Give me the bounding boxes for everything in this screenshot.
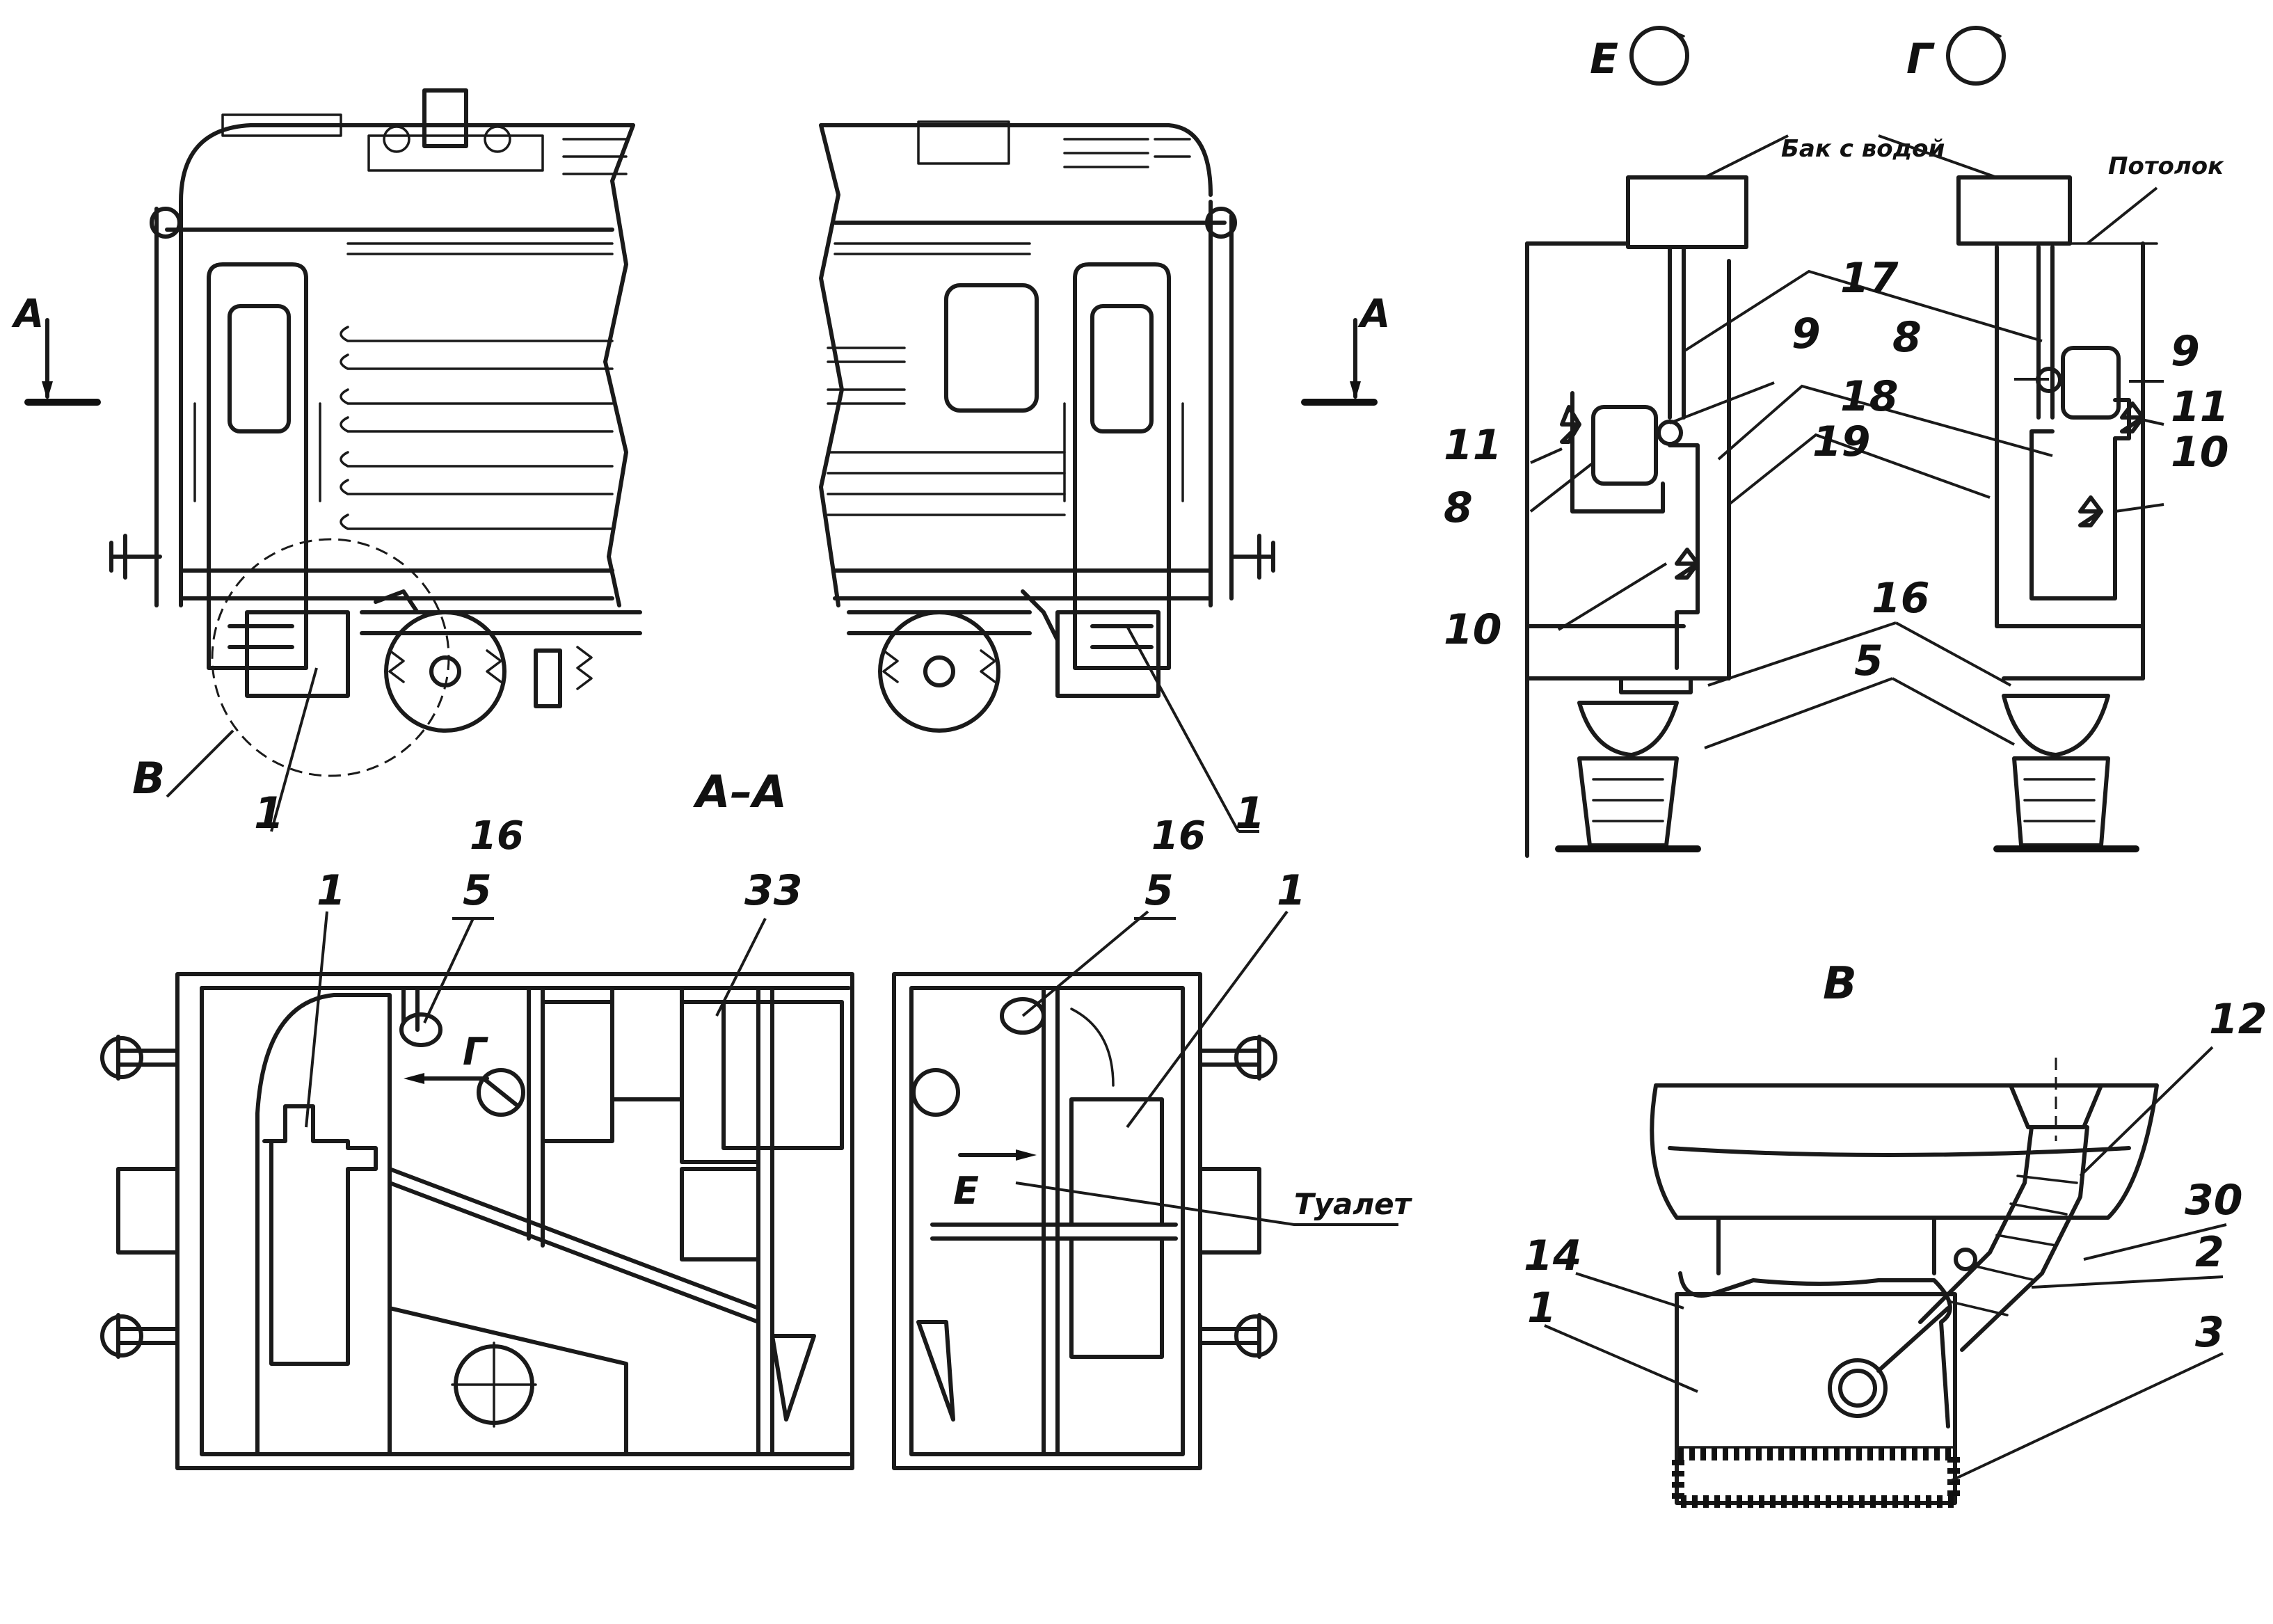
callout-1-upper-left: 1 bbox=[254, 788, 284, 838]
cut-a-left-label: А bbox=[11, 292, 44, 337]
plan-section-left: Г bbox=[100, 972, 854, 1470]
callout-1-plan-right: 1 bbox=[1277, 866, 1306, 915]
callout-5-plan-right: 5 bbox=[1145, 866, 1174, 915]
callout-11-e: 11 bbox=[1444, 421, 1502, 470]
callout-10-e: 10 bbox=[1444, 605, 1502, 654]
cut-mark-a-left: А bbox=[11, 292, 101, 406]
callout-8-e: 8 bbox=[1444, 484, 1473, 532]
water-tank-label: Бак с водой bbox=[1781, 135, 1945, 163]
detail-b-title: В bbox=[1823, 958, 1857, 1010]
callout-14: 14 bbox=[1524, 1232, 1582, 1280]
callout-vB: В bbox=[132, 753, 165, 804]
callout-18: 18 bbox=[1840, 372, 1899, 421]
callout-19: 19 bbox=[1812, 417, 1871, 466]
arrow-g-label: Г bbox=[463, 1030, 488, 1074]
callout-11-g: 11 bbox=[2171, 383, 2229, 431]
plan-section-right: Е bbox=[892, 972, 1277, 1470]
views-e-g: Е Г Бак с водой Потолок bbox=[1525, 26, 2224, 858]
left-car-elevation bbox=[109, 88, 642, 777]
callout-9-e: 9 bbox=[1792, 310, 1821, 358]
callout-16-e: 16 bbox=[1872, 574, 1930, 623]
view-g-label: Г bbox=[1906, 35, 1935, 83]
callout-5-e: 5 bbox=[1854, 637, 1883, 685]
callout-9-g: 9 bbox=[2171, 327, 2200, 376]
detail-b: В bbox=[1650, 958, 2159, 1508]
detail-b-circle bbox=[211, 538, 450, 777]
callout-1-detail: 1 bbox=[1527, 1284, 1556, 1332]
toilet-label: Туалет bbox=[1294, 1187, 1413, 1221]
section-label: A–A bbox=[692, 767, 787, 818]
callout-17: 17 bbox=[1840, 254, 1899, 303]
cut-mark-a-right: А bbox=[1301, 292, 1390, 406]
tank-1-left bbox=[245, 610, 350, 698]
callout-12: 12 bbox=[2209, 995, 2267, 1044]
callout-1-plan-left: 1 bbox=[317, 866, 346, 915]
callout-16-plan-left: 16 bbox=[470, 813, 524, 859]
view-e-label: Е bbox=[1590, 35, 1618, 83]
callout-16-plan-right: 16 bbox=[1151, 813, 1206, 859]
arrow-e-label: Е bbox=[953, 1169, 979, 1213]
callout-5-plan-left: 5 bbox=[463, 866, 492, 915]
callout-10-g: 10 bbox=[2171, 428, 2229, 477]
callout-3: 3 bbox=[2195, 1308, 2224, 1357]
tank-1-right bbox=[1055, 610, 1161, 698]
callout-2: 2 bbox=[2195, 1228, 2224, 1277]
callout-33: 33 bbox=[744, 866, 803, 915]
callout-8-g: 8 bbox=[1892, 313, 1922, 362]
ceiling-label: Потолок bbox=[2108, 152, 2224, 180]
callout-30: 30 bbox=[2185, 1176, 2243, 1225]
right-car-elevation bbox=[819, 120, 1275, 733]
callout-1-upper-right: 1 bbox=[1235, 788, 1265, 838]
cut-a-right-label: А bbox=[1357, 292, 1390, 337]
